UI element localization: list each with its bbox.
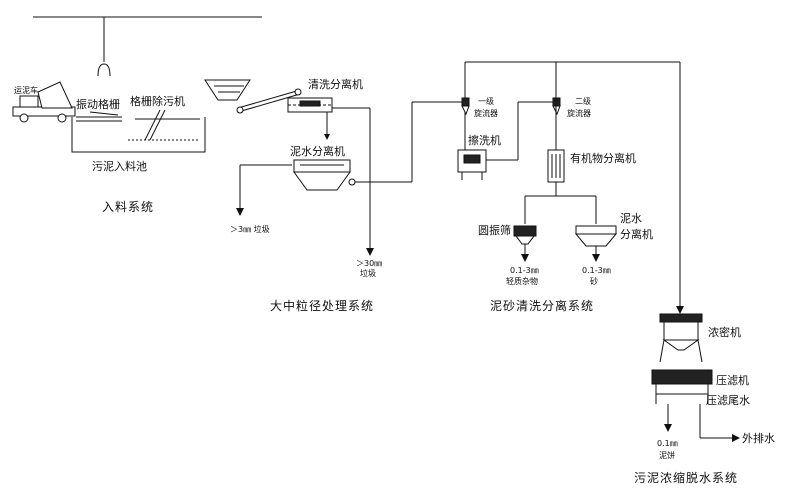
cyclone-2-label-2: 旋流器 <box>567 108 591 118</box>
filtrate-label: 压滤尾水 <box>706 394 750 407</box>
arrow-icon <box>236 208 244 216</box>
wash-separator-icon <box>287 97 333 113</box>
pump-icon <box>348 178 356 186</box>
sludge-pool <box>71 116 206 153</box>
sand-label-2: 砂 <box>590 276 598 286</box>
mud-cake-label-1: 0.1㎜ <box>657 439 678 448</box>
mud-water-separator-2-icon <box>574 225 618 247</box>
garbage-30mm-label-1: ＞30㎜ <box>356 259 382 268</box>
filter-press-icon <box>651 369 713 404</box>
scrubber-label: 擦洗机 <box>468 133 501 147</box>
cyclone-1-icon <box>461 97 470 116</box>
mud-water-separator-1-icon <box>293 159 351 191</box>
grid-cleaner-label: 格栅除污机 <box>130 94 185 108</box>
arrow-icon <box>732 434 740 442</box>
sand-system-label: 泥砂清洗分离系统 <box>490 298 594 313</box>
cyclone-1-label-2: 旋流器 <box>474 108 498 118</box>
truck-icon: 运泥车 <box>12 81 76 123</box>
filter-press-label: 压滤机 <box>716 373 749 387</box>
mud-water-separator-2-label-2: 分离机 <box>620 227 653 241</box>
arrow-icon <box>521 254 529 262</box>
conveyor-icon <box>236 88 302 114</box>
hopper-icon <box>204 79 251 101</box>
round-screen-icon <box>513 225 537 245</box>
arrow-icon <box>324 134 330 140</box>
overhead-crane <box>33 16 262 77</box>
grid-cleaner-icon <box>144 109 166 141</box>
vibrating-grid-icon <box>89 111 119 116</box>
light-impurities-label-2: 轻质杂物 <box>506 276 538 286</box>
sand-label-1: 0.1-3㎜ <box>582 266 611 275</box>
mud-water-separator-1-label: 泥水分离机 <box>290 144 345 158</box>
feed-system-label: 入料系统 <box>102 200 154 214</box>
garbage-3mm-label: ＞3㎜ 垃圾 <box>230 224 270 234</box>
arrow-icon <box>592 254 600 262</box>
organic-separator-icon <box>547 149 565 183</box>
truck-label: 运泥车 <box>14 85 38 95</box>
arrow-icon <box>664 424 672 432</box>
light-impurities-label-1: 0.1-3㎜ <box>510 266 539 275</box>
coarse-system-label: 大中粒径处理系统 <box>270 298 374 313</box>
arrow-icon <box>676 306 684 314</box>
mud-water-separator-2-label-1: 泥水 <box>620 212 642 225</box>
wash-separator-label: 清洗分离机 <box>308 77 363 91</box>
mud-cake-label-2: 泥饼 <box>659 450 675 460</box>
thickener-icon <box>659 313 703 363</box>
organic-separator-label: 有机物分离机 <box>570 151 636 165</box>
arrow-icon <box>366 248 374 256</box>
cyclone-2-label-1: 二级 <box>575 96 591 106</box>
garbage-30mm-label-2: 垃圾 <box>360 268 376 278</box>
vibrating-grid-label: 振动格栅 <box>76 97 120 111</box>
scrubber-icon <box>457 149 487 180</box>
cyclone-1-label-1: 一级 <box>478 96 494 106</box>
sludge-system-label: 污泥浓缩脱水系统 <box>634 470 738 485</box>
thickener-label: 浓密机 <box>708 325 741 339</box>
discharge-label: 外排水 <box>742 431 775 445</box>
sludge-pool-label: 污泥入料池 <box>92 159 147 173</box>
round-screen-label: 圆振筛 <box>478 223 511 237</box>
